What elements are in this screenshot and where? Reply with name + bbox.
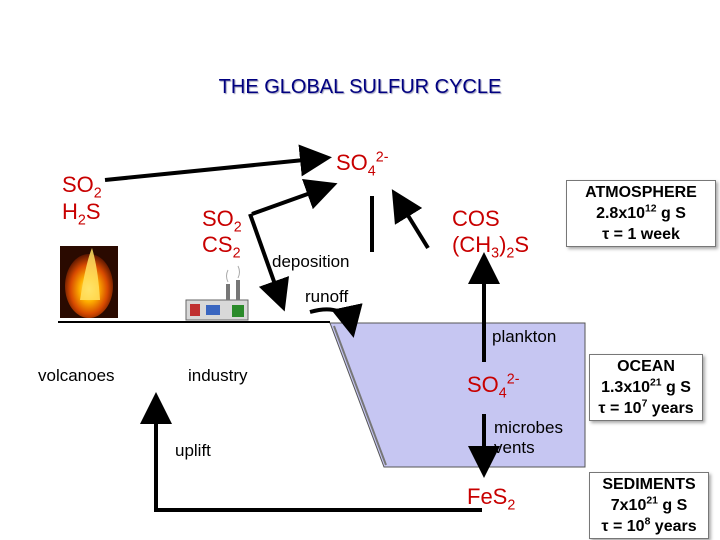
species-so4-atmosphere: SO42- — [336, 149, 389, 180]
arrow-uplift — [140, 392, 482, 512]
sediments-name: SEDIMENTS — [602, 476, 696, 493]
species-fes2: FeS2 — [467, 484, 516, 514]
ocean-amount: 1.3x1021 g S — [601, 377, 691, 396]
species-dms: (CH3)2S — [452, 232, 530, 262]
label-vents: vents — [494, 438, 535, 457]
sediments-amount: 7x1021 g S — [610, 495, 688, 514]
ocean-tau: τ = 107 years — [598, 398, 694, 417]
arrow-industry-to-so4 — [251, 179, 338, 216]
species-cs2: CS2 — [202, 232, 241, 262]
species-so4-ocean: SO42- — [467, 371, 520, 402]
label-plankton: plankton — [492, 327, 557, 346]
species-so2-industrial: SO2 — [202, 206, 242, 236]
species-so2-volcanic: SO2 — [62, 172, 102, 202]
volcano-icon — [60, 246, 118, 318]
page-title: THE GLOBAL SULFUR CYCLE — [218, 76, 502, 98]
reservoir-sediments: SEDIMENTS 7x1021 g S τ = 108 years — [589, 472, 709, 539]
label-volcanoes: volcanoes — [38, 366, 115, 385]
reservoir-atmosphere: ATMOSPHERE 2.8x1012 g S τ = 1 week — [566, 180, 716, 247]
species-h2s: H2S — [62, 199, 101, 229]
arrow-runoff — [309, 303, 363, 338]
sediments-tau: τ = 108 years — [601, 516, 697, 535]
species-cos: COS — [452, 206, 500, 231]
label-microbes: microbes — [494, 418, 563, 437]
atmosphere-name: ATMOSPHERE — [585, 184, 697, 201]
arrow-volcano-to-so4 — [104, 144, 332, 182]
label-industry: industry — [188, 366, 248, 385]
reservoir-ocean: OCEAN 1.3x1021 g S τ = 107 years — [589, 354, 703, 421]
ocean-basin — [329, 322, 586, 468]
label-uplift: uplift — [175, 441, 211, 460]
atmosphere-amount: 2.8x1012 g S — [596, 203, 686, 222]
label-runoff: runoff — [305, 287, 349, 306]
factory-icon — [185, 265, 249, 321]
arrow-deposition — [248, 213, 290, 312]
ocean-shadow — [333, 325, 387, 466]
label-deposition: deposition — [272, 252, 350, 271]
ocean-name: OCEAN — [617, 358, 675, 375]
atmosphere-tau: τ = 1 week — [602, 226, 680, 243]
arrow-cos-to-so4 — [391, 189, 430, 250]
